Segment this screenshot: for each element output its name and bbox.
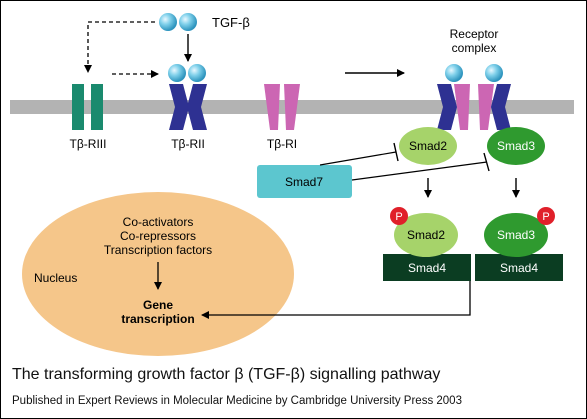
- smad3-complex-label: Smad3: [497, 228, 535, 242]
- smad2-complex-label: Smad2: [407, 228, 445, 242]
- smad2-phospho-ellipse: [394, 213, 458, 257]
- smad4-right-box: [475, 254, 563, 281]
- smad3-phospho-ellipse: [484, 213, 548, 257]
- tbrii-receptor: [169, 84, 207, 130]
- tbrii-label: Tβ-RII: [171, 137, 205, 151]
- smad4-right-label: Smad4: [500, 261, 538, 275]
- tbri-receptor: [264, 84, 300, 130]
- phospho-marker-smad2: [390, 207, 408, 225]
- receptor-complex-label-line1: Receptor: [450, 27, 499, 41]
- nucleus-factor-coactivators: Co-activators: [123, 215, 194, 229]
- phospho-label-smad3: P: [542, 211, 549, 223]
- gene-transcription-line1: Gene: [143, 298, 173, 312]
- receptor-complex: [437, 84, 511, 130]
- smad3-ellipse: [487, 127, 545, 165]
- smad2-label: Smad2: [409, 139, 447, 153]
- phospho-label-smad2: P: [395, 211, 402, 223]
- gene-transcription-line2: transcription: [121, 312, 194, 326]
- nucleus-label: Nucleus: [34, 271, 77, 285]
- smad4-left-box: [383, 254, 471, 281]
- smad3-label: Smad3: [497, 139, 535, 153]
- arrow-complex-to-gene-transcription: [201, 281, 471, 319]
- tgf-beta-ligand-bound-tbrii: [168, 64, 206, 82]
- dashed-arrow-ligand-to-tbriii: [84, 21, 155, 73]
- smad7-inhibits-smad3-line: [351, 161, 488, 181]
- smad7-inhibits-smad2-line: [319, 151, 397, 166]
- tgf-beta-ligand-bound-complex: [445, 64, 503, 82]
- smad7-label: Smad7: [285, 175, 323, 189]
- nucleus-factor-transcription-factors: Transcription factors: [104, 243, 212, 257]
- tgf-beta-label: TGF-β: [212, 15, 250, 30]
- receptor-complex-label-line2: complex: [452, 41, 497, 55]
- tgf-beta-ligand-free: [159, 13, 197, 31]
- tbriii-receptor: [72, 84, 103, 130]
- smad4-left-label: Smad4: [408, 261, 446, 275]
- figure-source: Published in Expert Reviews in Molecular…: [12, 395, 462, 407]
- phospho-marker-smad3: [537, 207, 555, 225]
- tbriii-label: Tβ-RIII: [70, 137, 107, 151]
- smad7-box: [257, 165, 352, 198]
- smad7-inhibits-smad3-bar: [483, 152, 490, 172]
- smad7-inhibits-smad2-bar: [393, 142, 399, 162]
- smad2-ellipse: [399, 127, 457, 165]
- tbri-label: Tβ-RI: [267, 137, 297, 151]
- nucleus-factor-corepressors: Co-repressors: [120, 229, 196, 243]
- figure-caption: The transforming growth factor β (TGF-β)…: [12, 366, 441, 383]
